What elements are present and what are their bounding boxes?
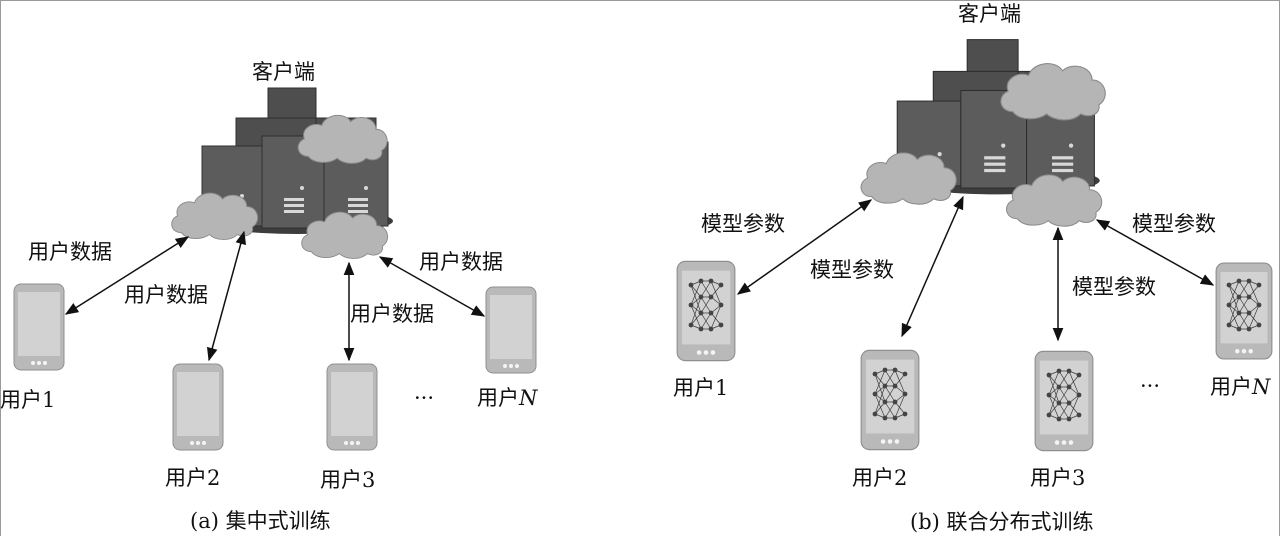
panel-a-cloud-left [171,192,259,240]
panel-b-user-3-label: 用户3 [1030,466,1085,490]
panel-a-centralized: 客户端 用户数据 用户数据 用户数据 用户数据 用户1 用户2 用户3 ··· … [0,60,538,533]
panel-a-phone-user-2 [172,363,224,451]
panel-b-phone-user-1 [676,260,736,362]
panel-a-phone-user-1 [13,283,65,371]
panel-a-flow-label-2: 用户数据 [124,283,208,307]
panel-b-flow-label-2: 模型参数 [810,258,894,282]
panel-a-arrow-user-1 [64,236,190,315]
panel-a-flow-label-4: 用户数据 [419,250,503,274]
panel-b-user-1-label: 用户1 [673,376,728,400]
panel-b-caption: (b) 联合分布式训练 [910,510,1094,534]
panel-a-arrow-user-n [378,256,486,317]
panel-b-arrow-user-2 [901,195,964,338]
panel-a-user-3-label: 用户3 [320,468,375,492]
panel-b-flow-label-1: 模型参数 [701,212,785,236]
panel-b-federated: 客户端 模型参数 模型参数 模型参数 [673,2,1273,534]
panel-b-flow-label-4: 模型参数 [1132,212,1216,236]
panel-b-server-label: 客户端 [958,2,1021,26]
panel-a-caption: (a) 集中式训练 [190,509,331,533]
panel-b-user-2-label: 用户2 [852,466,907,490]
panel-b-arrow-user-n [1095,219,1215,286]
panel-a-flow-label-1: 用户数据 [28,240,112,264]
panel-b-ellipsis: ··· [1140,374,1160,398]
panel-a-arrow-user-2 [206,230,247,362]
panel-b-arrow-user-1 [736,199,873,295]
panel-b-user-n-label: 用户N [1210,375,1271,399]
panel-a-user-n-label: 用户N [477,386,538,410]
panel-a-flow-label-3: 用户数据 [350,302,434,326]
panel-a-phone-user-n [485,286,537,374]
panel-a-ellipsis: ··· [414,386,434,410]
panel-a-user-2-label: 用户2 [165,466,220,490]
panel-a-server-label: 客户端 [252,60,315,84]
panel-a-user-1-label: 用户1 [0,388,55,412]
panel-b-flow-label-3: 模型参数 [1072,275,1156,299]
panel-a-phone-user-3 [326,363,378,451]
panel-b-phone-user-2 [860,349,920,451]
panel-b-phone-user-3 [1034,350,1094,452]
panel-b-phone-user-n [1215,262,1273,360]
panel-b-cloud-left [860,152,957,205]
